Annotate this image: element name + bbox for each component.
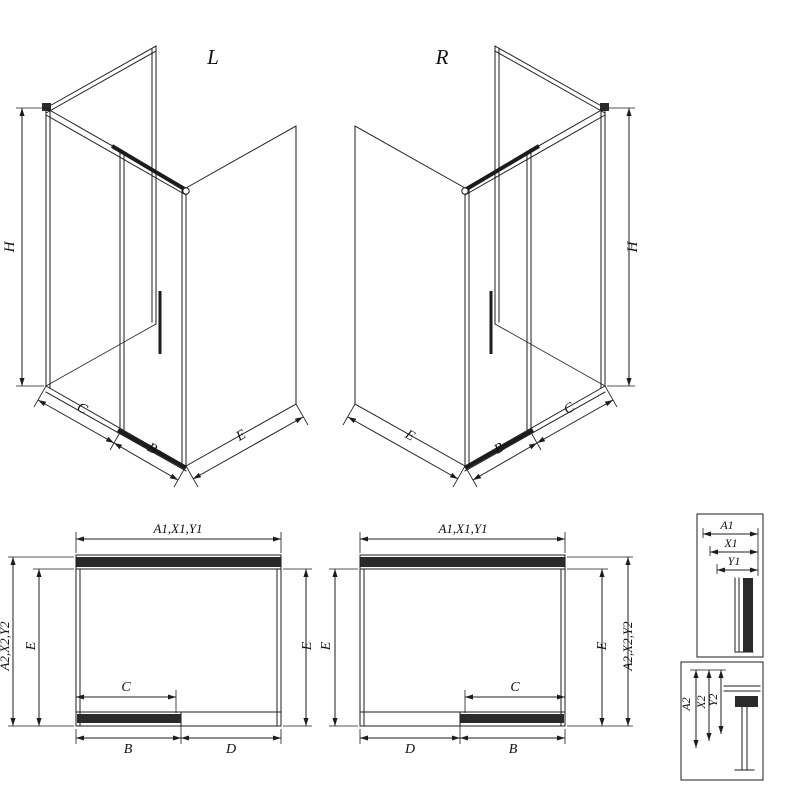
plan-left-drawing xyxy=(8,532,312,744)
plan-left: A1,X1,Y1 A2,X2,Y2 E E C B D xyxy=(0,521,315,757)
dim-h-right: H xyxy=(625,240,641,253)
plan-middle: A1,X1,Y1 E E A2,X2,Y2 C D B xyxy=(319,521,635,757)
detail-a1-label: A1 xyxy=(719,518,733,532)
detail-a2-label: A2 xyxy=(679,697,693,711)
plan-left-dim-e-inner: E xyxy=(24,641,39,651)
plan-right-drawing xyxy=(329,532,633,744)
plan-left-dim-e-right: E xyxy=(300,641,315,651)
detail-y2-label: Y2 xyxy=(706,694,720,707)
dim-e-left: E xyxy=(233,427,249,445)
plan-left-dim-top: A1,X1,Y1 xyxy=(152,521,202,536)
iso-left-title: L xyxy=(206,45,219,69)
plan-right-dim-e-left: E xyxy=(319,641,334,651)
plan-right-dim-e-inner: E xyxy=(595,641,610,651)
plan-right-dim-d: D xyxy=(404,742,415,757)
plan-left-dim-b: B xyxy=(124,742,133,757)
plan-left-dim-a2: A2,X2,Y2 xyxy=(0,621,12,672)
plan-right-dim-top: A1,X1,Y1 xyxy=(437,521,487,536)
plan-left-dim-d: D xyxy=(225,742,236,757)
iso-right-drawing xyxy=(343,46,635,487)
detail-x2-label: X2 xyxy=(694,695,708,709)
detail-y1-label: Y1 xyxy=(728,554,741,568)
iso-left: L H C B E xyxy=(2,45,308,487)
detail-a2-box: A2 X2 Y2 xyxy=(679,661,764,781)
dim-h-left: H xyxy=(2,240,18,253)
iso-right: R H C B E xyxy=(343,45,641,487)
detail-x1-label: X1 xyxy=(723,536,737,550)
iso-right-title: R xyxy=(435,45,449,69)
dim-e-right: E xyxy=(401,427,417,445)
plan-left-dim-c: C xyxy=(121,680,131,695)
plan-right-dim-c: C xyxy=(510,680,520,695)
detail-a1-box: A1 X1 Y1 xyxy=(696,513,764,658)
plan-right-dim-b: B xyxy=(509,742,518,757)
iso-left-drawing xyxy=(16,46,308,487)
plan-right-dim-a2: A2,X2,Y2 xyxy=(620,621,635,672)
